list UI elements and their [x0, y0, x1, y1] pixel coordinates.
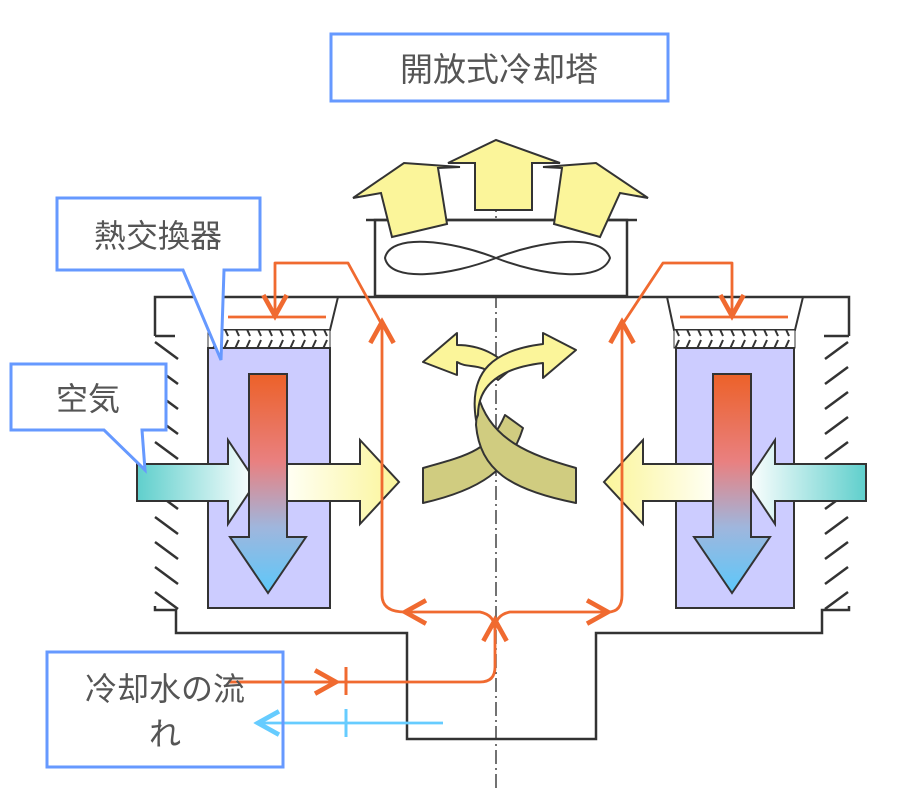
swirl-arrow-right — [473, 332, 577, 421]
title-text: 開放式冷却塔 — [400, 50, 598, 89]
flow-legend-arrows — [228, 667, 443, 737]
louvre-slat — [824, 440, 849, 461]
louvre-slat — [154, 440, 179, 461]
fill-pack-left — [207, 329, 331, 349]
cooling-water-label-line2: れ — [149, 715, 181, 753]
louvre-slat — [824, 565, 849, 586]
hot-water-piping — [228, 261, 788, 684]
exhaust-arrow-center — [447, 138, 561, 211]
fan-blade-icon — [383, 240, 612, 276]
warm-air-arrow-left — [286, 437, 401, 527]
warm-air-arrow-right — [602, 437, 714, 527]
cooling-water-label-line1: 冷却水の流 — [85, 670, 245, 708]
louvre-slat — [824, 365, 849, 386]
exhaust-air-arrows — [352, 138, 649, 239]
louvre-slat — [824, 390, 849, 411]
fill-pack-right — [673, 329, 796, 349]
cooling-water-legend-box: 冷却水の流 れ — [45, 650, 285, 769]
louvre-slat — [154, 340, 179, 361]
louvre-slat — [154, 565, 179, 586]
distribution-basins — [201, 296, 804, 331]
exhaust-arrow-left — [352, 161, 461, 239]
title-box: 開放式冷却塔 — [329, 32, 670, 103]
air-label: 空気 — [56, 380, 120, 418]
louvre-slat — [824, 540, 849, 561]
louvre-slat — [154, 515, 179, 536]
louvre-slat — [154, 540, 179, 561]
louvre-slat — [824, 415, 849, 436]
water-flow-arrow-right — [692, 373, 772, 595]
inlet-air-arrow-right — [745, 436, 867, 528]
louvre-slat — [824, 340, 849, 361]
water-flow-arrow-left — [228, 373, 308, 595]
heat-exchanger-label: 熱交換器 — [94, 217, 222, 255]
heat-exchanger-callout: 熱交換器 — [55, 196, 262, 361]
air-callout: 空気 — [9, 362, 168, 474]
louvre-slat — [154, 590, 179, 611]
swirl-band-dark-right — [475, 394, 577, 504]
louvre-slat — [824, 515, 849, 536]
louvre-slat — [824, 590, 849, 611]
air-swirl — [422, 332, 577, 504]
inlet-air-arrow-left — [136, 436, 258, 528]
exhaust-arrow-right — [542, 161, 649, 239]
